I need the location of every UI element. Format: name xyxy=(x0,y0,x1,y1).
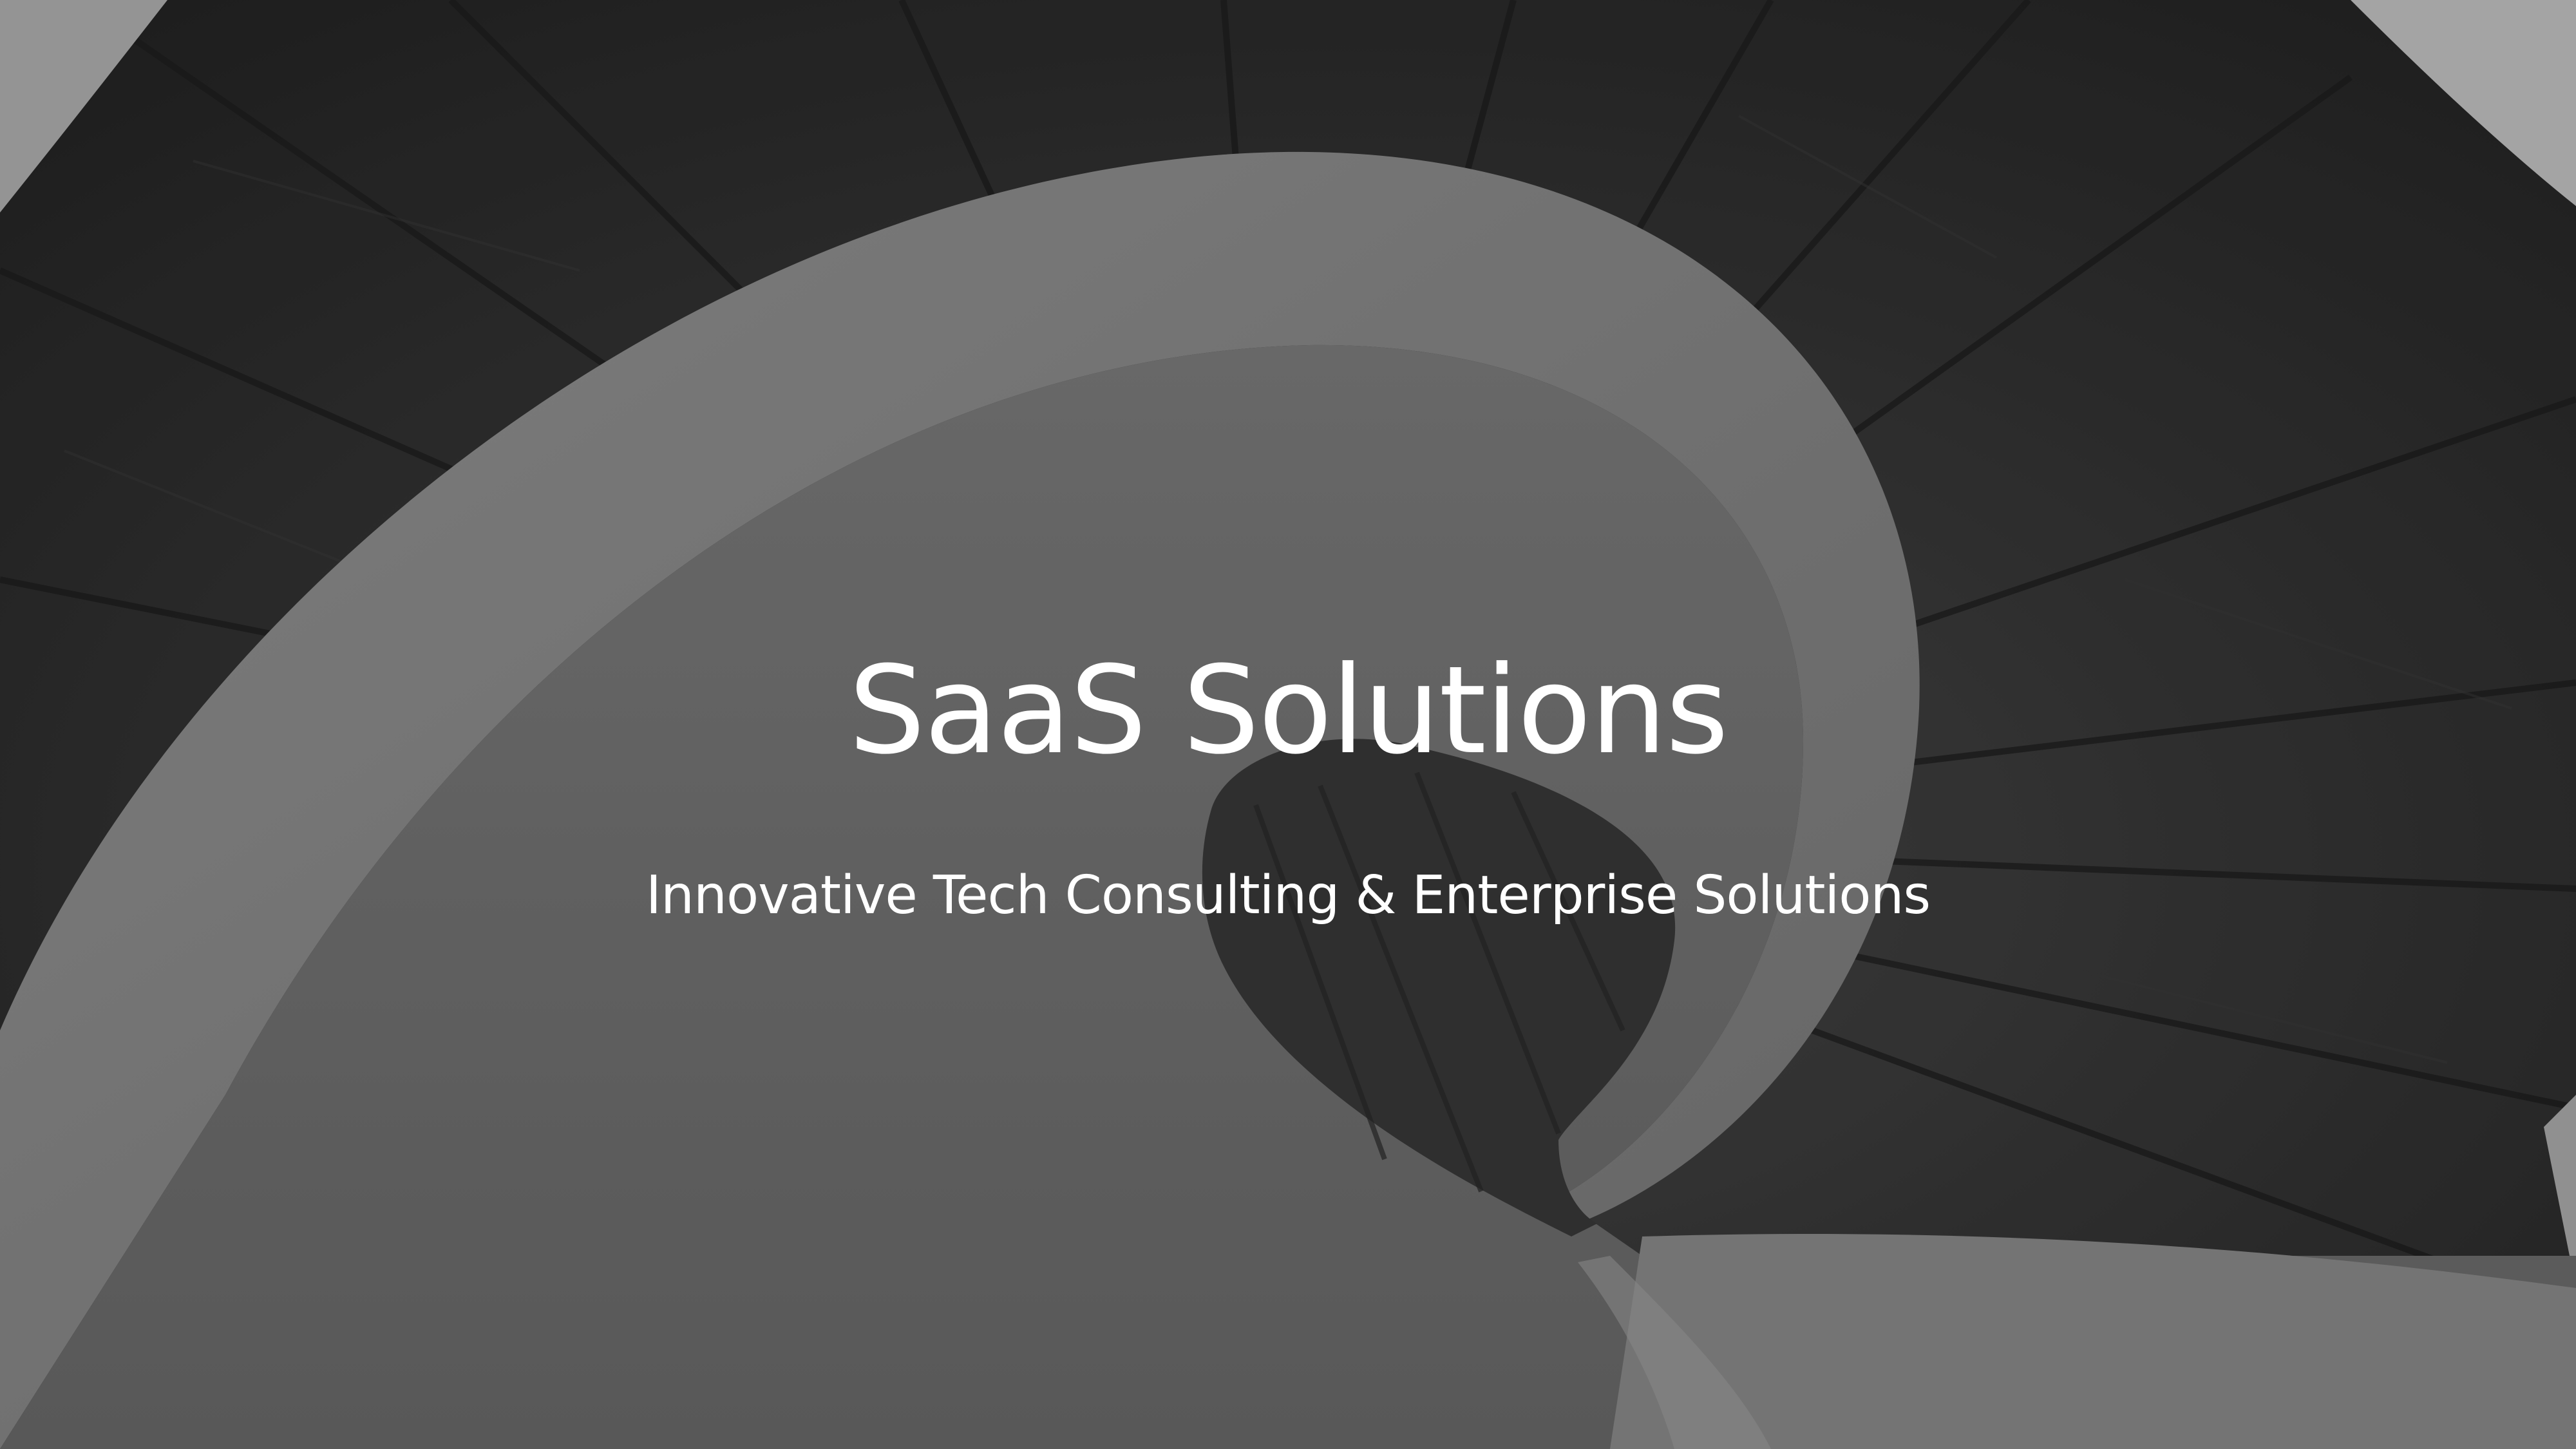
slide-subtitle: Innovative Tech Consulting & Enterprise … xyxy=(645,865,1931,926)
slide-title: SaaS Solutions xyxy=(848,640,1729,781)
